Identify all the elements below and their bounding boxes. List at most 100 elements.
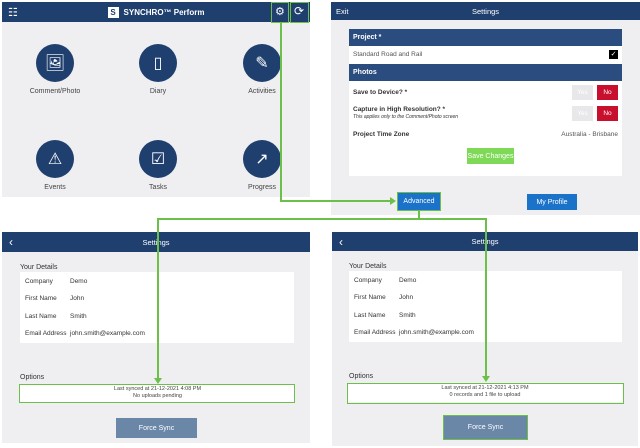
options-label: Options [349, 373, 374, 380]
tile-tasks[interactable]: ☑ Tasks [118, 140, 198, 191]
sync-status: Last synced at 21-12-2021 4:13 PM 0 reco… [347, 383, 623, 402]
last-synced-text: Last synced at 21-12-2021 4:08 PM [113, 386, 202, 392]
no-button[interactable]: No [597, 84, 618, 100]
connector-line [280, 200, 392, 202]
tile-activities[interactable]: ✎ Activities [222, 44, 302, 95]
company-label: Company [354, 277, 382, 284]
project-header: Project * [349, 29, 622, 46]
last-synced-text: Last synced at 21-12-2021 4:13 PM [441, 385, 529, 391]
advanced-screen-before: ‹ Settings Your Details Company Demo Firs… [2, 232, 310, 443]
gear-highlight [271, 2, 289, 23]
hi-res-note: This applies only to the Comment/Photo s… [353, 114, 459, 120]
first-name-label: First Name [354, 294, 386, 301]
connector-line [280, 23, 282, 201]
tile-progress[interactable]: ↗ Progress [222, 140, 302, 191]
hi-res-row: Capture in High Resolution? *This applie… [353, 104, 618, 122]
sync-status: Last synced at 21-12-2021 4:08 PM No upl… [20, 385, 295, 402]
last-name-value: Smith [399, 312, 416, 319]
back-chevron-icon[interactable]: ‹ [339, 235, 343, 249]
email-value: john.smith@example.com [399, 329, 474, 336]
your-details-label: Your Details [20, 264, 58, 271]
sync-icon[interactable]: ⟳ [294, 4, 305, 18]
diary-icon: ▯ [139, 44, 177, 82]
your-details-label: Your Details [349, 263, 387, 270]
force-sync-button[interactable]: Force Sync [116, 418, 197, 438]
last-name-label: Last Name [25, 313, 57, 320]
arrow-right-icon [390, 197, 396, 205]
tile-label: Activities [248, 88, 276, 95]
pending-uploads-text: No uploads pending [133, 393, 182, 399]
back-chevron-icon[interactable]: ‹ [9, 235, 13, 249]
settings-screen: Exit Settings Project * Standard Road an… [331, 2, 640, 215]
settings-title: Settings [471, 6, 500, 16]
yes-button[interactable]: Yes [572, 105, 593, 121]
tile-label: Events [44, 184, 66, 191]
arrow-down-icon [482, 376, 490, 382]
project-row[interactable]: Standard Road and Rail ✓ [353, 46, 618, 63]
last-name-label: Last Name [354, 312, 386, 319]
timezone-label: Project Time Zone [353, 130, 410, 138]
connector-line [485, 218, 487, 377]
save-changes-button[interactable]: Save Changes [467, 148, 514, 164]
tile-diary[interactable]: ▯ Diary [118, 44, 198, 95]
hi-res-text: Capture in High Resolution? *This applie… [353, 106, 572, 120]
advanced-header: ‹ Settings [2, 232, 310, 252]
tile-comment-photo[interactable]: 🖼 Comment/Photo [15, 44, 95, 95]
last-name-value: Smith [70, 313, 87, 320]
connector-line [157, 218, 159, 379]
photos-header: Photos [349, 64, 622, 81]
first-name-value: John [399, 294, 414, 301]
yes-button[interactable]: Yes [572, 84, 593, 100]
advanced-button[interactable]: Advanced [398, 193, 440, 210]
company-value: Demo [399, 277, 417, 284]
settings-card: Project * Standard Road and Rail ✓ Photo… [349, 29, 622, 176]
app-logo-icon: S [107, 6, 119, 18]
comment-photo-icon: 🖼 [36, 44, 74, 82]
force-sync-highlight [443, 415, 528, 440]
email-label: Email Address [25, 330, 67, 337]
activities-icon: ✎ [243, 44, 281, 82]
progress-chart-icon: ↗ [243, 140, 281, 178]
email-label: Email Address [354, 329, 396, 336]
exit-button[interactable]: Exit [336, 7, 349, 16]
my-profile-button[interactable]: My Profile [527, 194, 577, 210]
app-title: SYNCHRO™ Perform [123, 7, 205, 17]
connector-line [418, 211, 420, 219]
advanced-highlight [397, 192, 441, 211]
tile-label: Diary [149, 88, 167, 95]
checkbox-checked-icon[interactable]: ✓ [609, 50, 618, 59]
menu-icon[interactable]: ☷ [8, 7, 18, 19]
settings-gear-icon[interactable]: ⚙ [275, 6, 285, 18]
save-to-device-row: Save to Device? * Yes No [353, 83, 618, 101]
sync-highlight [290, 2, 309, 23]
settings-header: Exit Settings [331, 2, 640, 20]
advanced-title: Settings [142, 237, 170, 247]
advanced-title: Settings [471, 237, 498, 246]
sync-status-highlight [347, 383, 624, 404]
tasks-icon: ☑ [139, 140, 177, 178]
arrow-down-icon [154, 378, 162, 384]
project-name: Standard Road and Rail [353, 51, 423, 58]
timezone-value[interactable]: Australia - Brisbane [561, 130, 618, 138]
force-sync-button[interactable]: Force Sync [444, 416, 527, 439]
first-name-value: John [70, 295, 85, 302]
warning-icon: ⚠ [36, 140, 74, 178]
tile-label: Comment/Photo [29, 88, 81, 95]
connector-line [157, 218, 486, 220]
home-screen: ☷ S SYNCHRO™ Perform ⚙ ⟳ 🖼Comment/Photo … [2, 2, 310, 197]
tile-label: Tasks [149, 184, 167, 191]
hi-res-label: Capture in High Resolution? * [353, 106, 446, 113]
tile-label: Progress [247, 184, 276, 191]
pending-uploads-text: 0 records and 1 file to upload [449, 392, 521, 398]
options-label: Options [20, 374, 45, 381]
company-label: Company [25, 278, 53, 285]
first-name-label: First Name [25, 295, 57, 302]
home-header: ☷ S SYNCHRO™ Perform ⚙ ⟳ [2, 2, 310, 22]
tile-events[interactable]: ⚠ Events [15, 140, 95, 191]
timezone-row: Project Time Zone Australia - Brisbane [353, 128, 618, 140]
company-value: Demo [70, 278, 88, 285]
save-to-device-label: Save to Device? * [353, 88, 408, 96]
email-value: john.smith@example.com [70, 330, 145, 337]
sync-status-highlight [19, 384, 295, 403]
no-button[interactable]: No [597, 105, 618, 121]
